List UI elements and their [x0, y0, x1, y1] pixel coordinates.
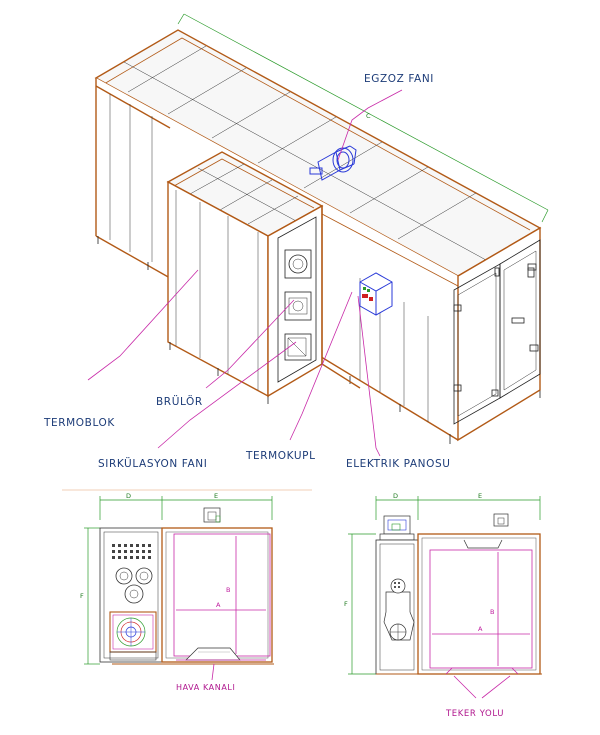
burner-label: BRÜLÖR	[156, 395, 203, 408]
termoblok-side-face	[168, 182, 268, 396]
left-dim-e: E	[214, 492, 218, 500]
right-dim-d: D	[393, 492, 398, 500]
side-view-right: D E F A B	[344, 492, 542, 719]
termoblok-label: TERMOBLOK	[43, 417, 115, 429]
right-dim-f: F	[344, 600, 348, 608]
right-dim-a: A	[478, 625, 483, 633]
right-dim-e: E	[478, 492, 482, 500]
long-body-roof	[96, 30, 540, 276]
electric-panel-box	[359, 272, 393, 316]
electric-panel-label: ELEKTRIK PANOSU	[346, 458, 451, 470]
exhaust-fan-label: EGZOZ FANI	[364, 73, 434, 85]
left-dim-a: A	[216, 601, 221, 609]
side-view-left: D E F	[80, 492, 274, 692]
wheel-path-label: TEKER YOLU	[445, 709, 504, 719]
double-door	[453, 239, 541, 425]
termoblok-front-face	[268, 206, 322, 396]
isometric-view: C EGZOZ FANI TERMOBLOK BRÜLÖR SIRKÜLASYO…	[43, 13, 549, 470]
left-dim-f: F	[80, 592, 84, 600]
thermocouple-label: TERMOKUPL	[245, 450, 316, 462]
air-channel-label: HAVA KANALI	[176, 683, 235, 692]
dimension-c-label: C	[366, 112, 371, 120]
termoblok-roof	[168, 152, 322, 236]
long-body-end-face	[458, 228, 540, 440]
circulation-fan-label: SIRKÜLASYON FANI	[98, 457, 207, 470]
circulation-window	[284, 333, 312, 361]
burner-window	[284, 249, 312, 279]
exhaust-fan-icon	[309, 145, 357, 181]
right-dim-b: B	[490, 608, 494, 616]
left-dim-b: B	[226, 586, 230, 594]
fan-window	[284, 291, 312, 321]
dimension-c: C	[177, 13, 549, 223]
left-dim-d: D	[126, 492, 131, 500]
leader-lines	[87, 89, 403, 457]
